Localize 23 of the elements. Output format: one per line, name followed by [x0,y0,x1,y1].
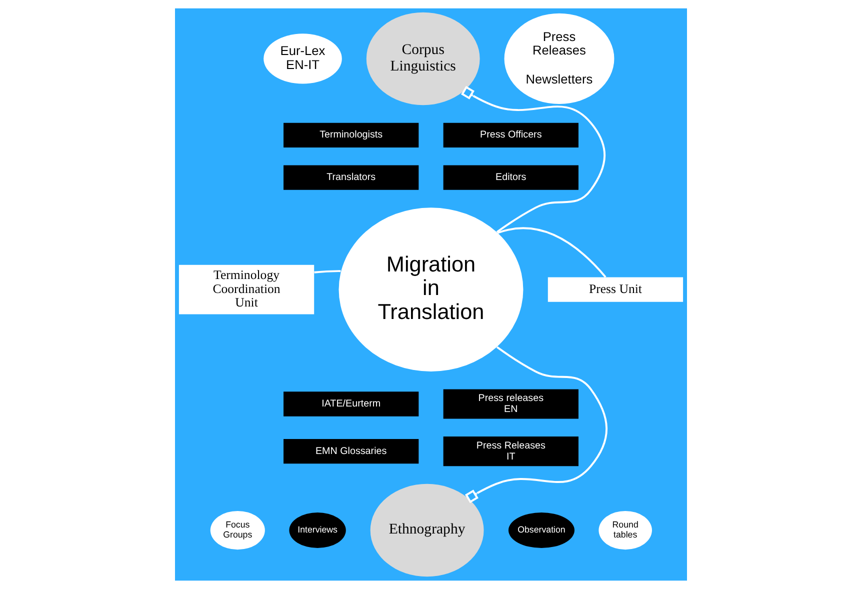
node-box: Editors [443,165,578,190]
node-box: Terminologists [284,122,419,148]
node-ellipse: Round tables [598,510,652,550]
node-ellipse: Corpus Linguistics [366,12,480,106]
connector [464,346,608,504]
connector [460,86,606,233]
node-ellipse: Observation [508,512,574,548]
connector [314,270,341,274]
node-box: Press Officers [443,122,578,148]
node-ellipse: Eur-Lex EN-IT [264,34,342,84]
node-ellipse: Migration in Translation [338,208,524,372]
node-ellipse: Ethnography [370,484,484,577]
node-box: IATE/Eurterm [284,392,419,416]
node-box: Press Unit [548,277,684,302]
node-box: Press releases EN [443,389,578,419]
connector [497,227,606,278]
node-ellipse: Focus Groups [210,510,265,550]
node-box: Translators [284,165,419,190]
node-ellipse: Press Releases Newsletters [504,13,614,104]
node-box: Terminology Coordination Unit [178,264,314,314]
node-ellipse: Interviews [289,512,346,548]
node-box: Press Releases IT [443,436,578,466]
node-box: EMN Glossaries [284,439,419,464]
